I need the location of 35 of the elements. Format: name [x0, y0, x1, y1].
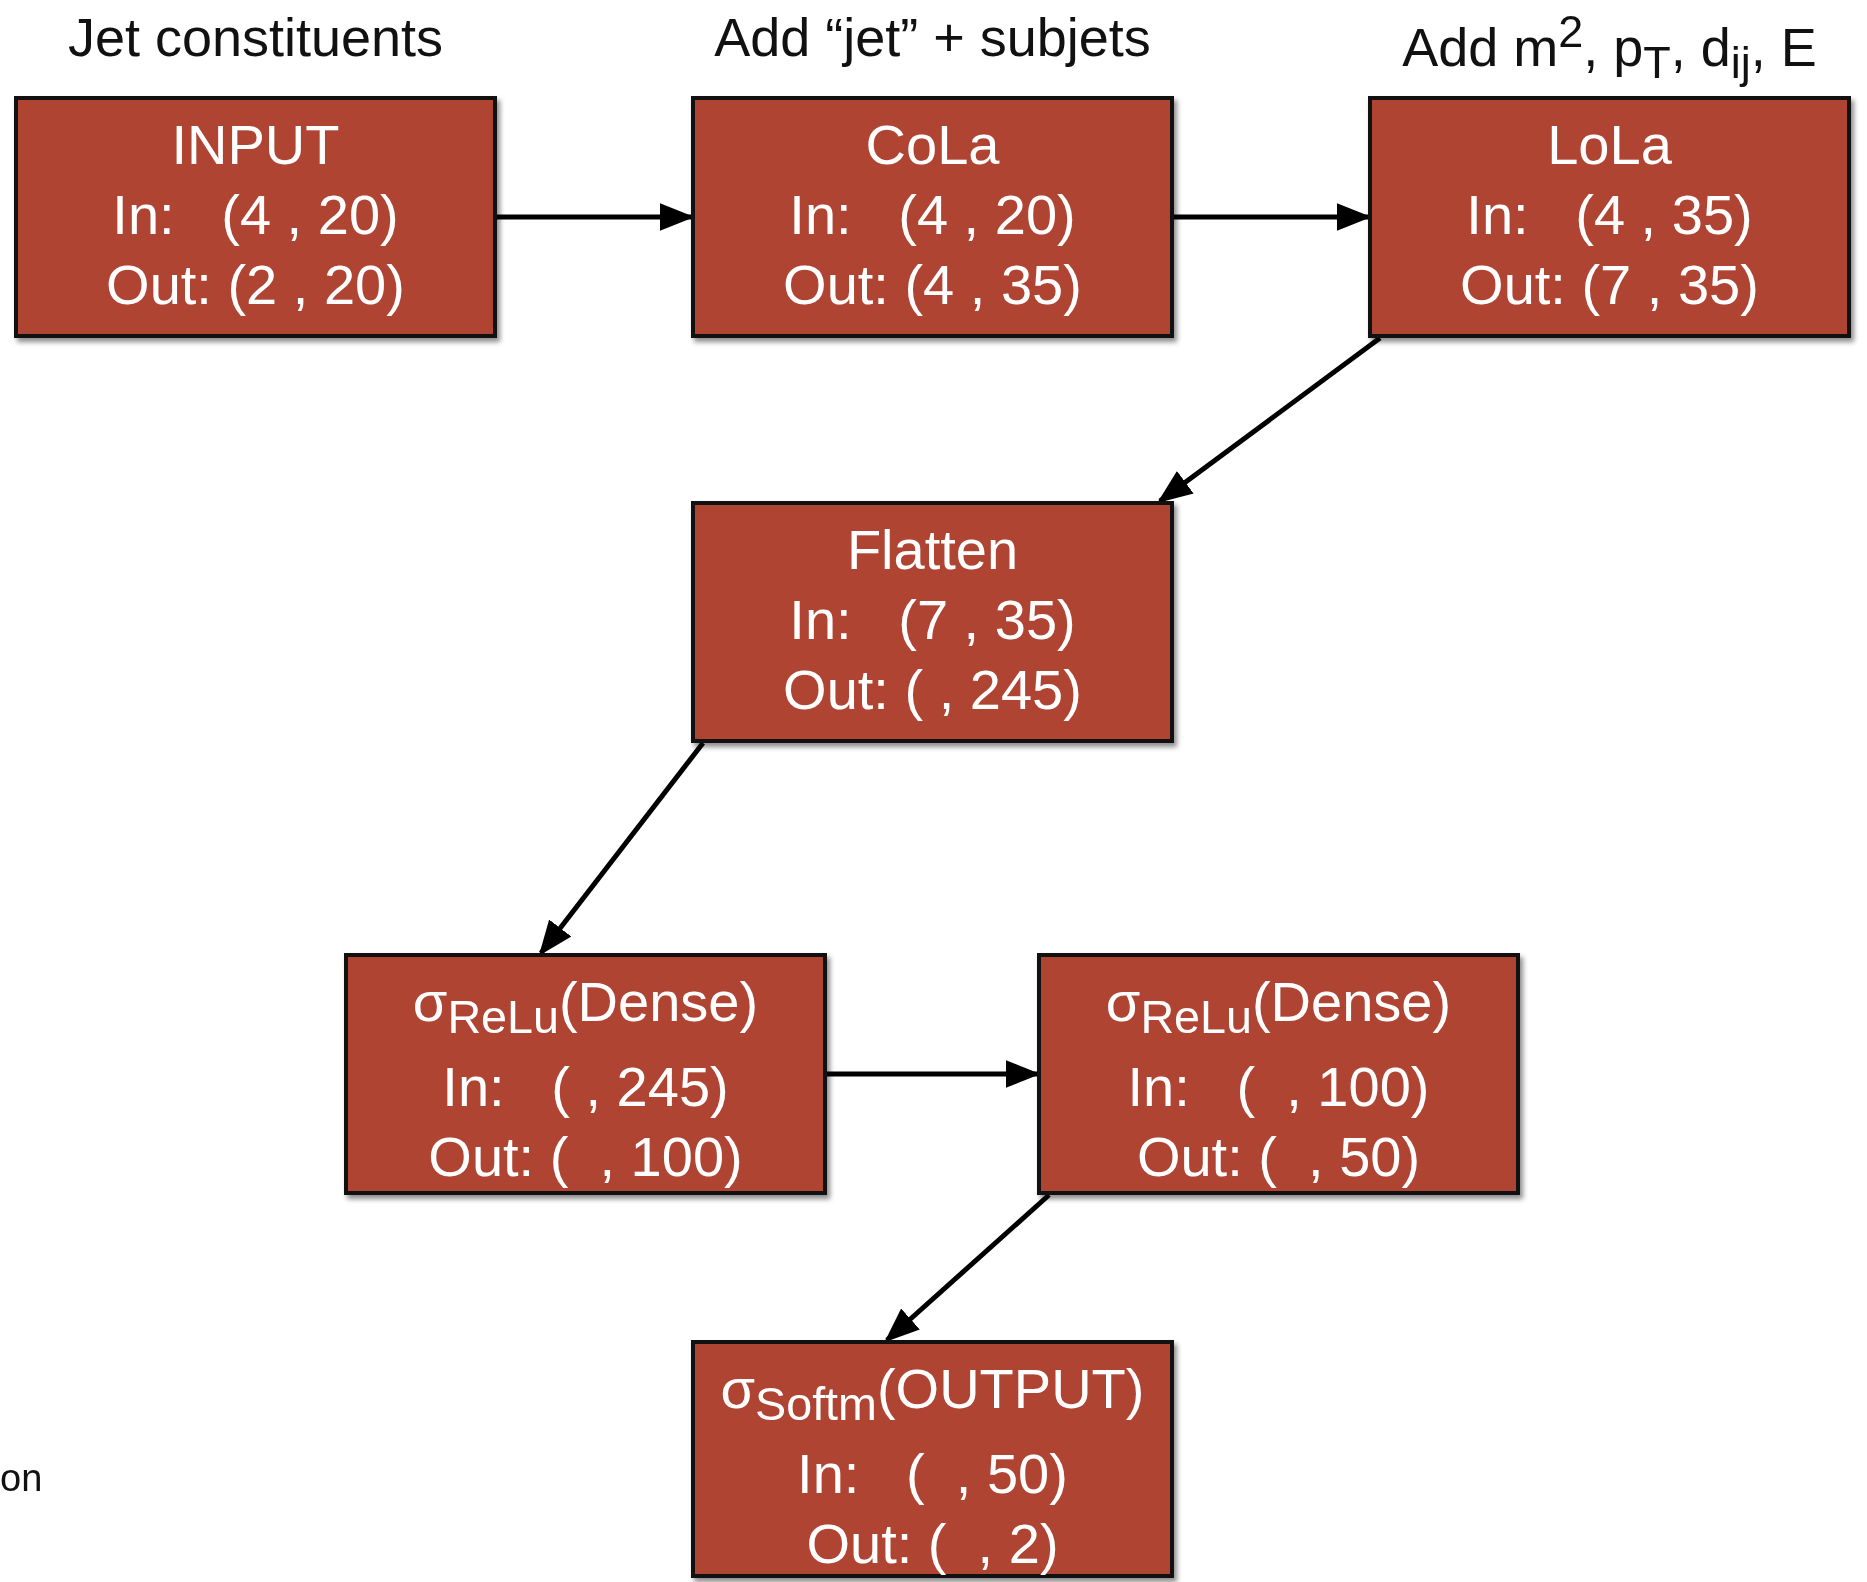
- shape-text: In: (4 , 20): [789, 182, 1076, 248]
- column-heading: Add “jet” + subjets: [714, 6, 1151, 68]
- layer-name: σ$_{ReLu}$(Dense): [1105, 969, 1452, 1046]
- layer-box: [691, 96, 1174, 338]
- layer-box: [344, 953, 827, 1195]
- layer-box: [1037, 953, 1520, 1195]
- layer-name: LoLa: [1547, 112, 1672, 178]
- arrow: [884, 1193, 1051, 1343]
- arrow: [538, 741, 705, 956]
- shape-text: Out: (4 , 35): [783, 252, 1082, 318]
- column-heading: Jet constituents: [67, 6, 444, 68]
- layer-box: [1368, 96, 1851, 338]
- shape-text: Out: (7 , 35): [1460, 252, 1759, 318]
- shape-text: In: ( , 100): [1127, 1054, 1430, 1121]
- shape-text: In: (4 , 35): [1466, 182, 1753, 248]
- shape-text: In: (4 , 20): [112, 182, 399, 248]
- shape-text: In: ( , 245): [442, 1054, 729, 1121]
- column-heading: Add m$^{2}$, p$_{T}$, d$_{ij}$, E: [1402, 6, 1817, 89]
- shape-text: Out: ( , 245): [783, 657, 1082, 723]
- layer-name: Flatten: [846, 517, 1019, 583]
- layer-box: [691, 501, 1174, 743]
- shape-text: Out: ( , 50): [1136, 1124, 1421, 1191]
- layer-name: σ$_{ReLu}$(Dense): [412, 969, 759, 1046]
- layer-name: σ$_{Softm}$(OUTPUT): [720, 1356, 1145, 1433]
- cut-off-text: on: [0, 1457, 43, 1500]
- layer-name: INPUT: [171, 112, 340, 178]
- shape-text: Out: (2 , 20): [106, 252, 405, 318]
- shape-text: Out: ( , 2): [806, 1511, 1059, 1578]
- layer-name: CoLa: [865, 112, 1000, 178]
- shape-text: In: (7 , 35): [789, 587, 1076, 653]
- shape-text: Out: ( , 100): [428, 1124, 743, 1191]
- arrow: [1157, 336, 1382, 504]
- layer-box: [14, 96, 497, 338]
- shape-text: In: ( , 50): [797, 1441, 1068, 1508]
- layer-box: [691, 1340, 1174, 1578]
